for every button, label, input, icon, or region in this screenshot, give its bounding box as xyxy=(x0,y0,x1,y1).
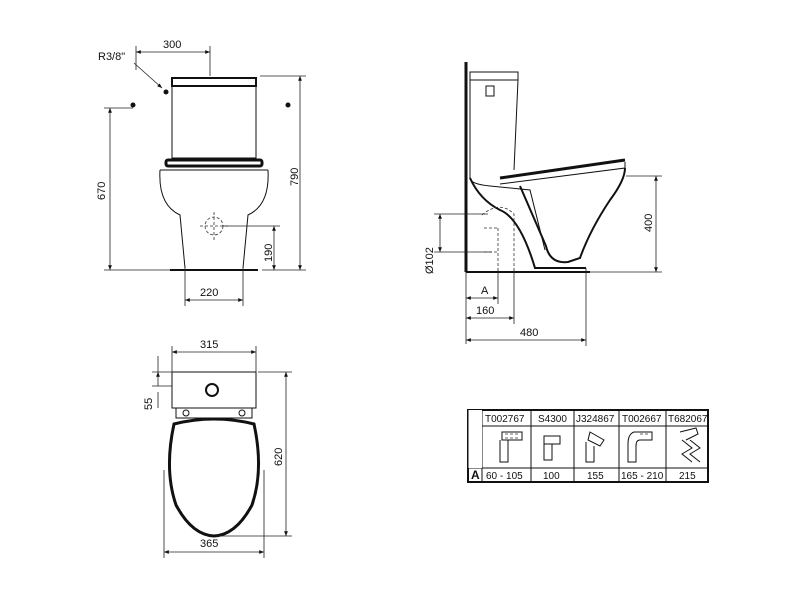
top-tank-offset: 55 xyxy=(143,398,155,410)
side-depth: 480 xyxy=(520,327,538,339)
front-base-width: 220 xyxy=(200,287,218,299)
side-seat-height: 400 xyxy=(643,214,655,232)
table-code-4: T002667 xyxy=(622,414,662,425)
straight-connector-icon xyxy=(499,431,523,463)
side-offset: 160 xyxy=(476,305,494,317)
front-inlet-dot xyxy=(163,89,169,95)
front-width-top: 300 xyxy=(163,39,181,51)
connector-table: A T002767 S4300 J324867 T002667 T682067 … xyxy=(467,409,709,483)
front-height-total: 790 xyxy=(289,168,301,186)
side-view: Ø102 400 A 160 480 xyxy=(424,62,662,346)
front-height-seat: 670 xyxy=(96,182,108,200)
top-length: 620 xyxy=(273,448,285,466)
table-code-3: J324867 xyxy=(576,414,615,425)
table-range-3: 155 xyxy=(587,471,604,482)
side-a-label: A xyxy=(481,285,489,297)
front-cistern xyxy=(171,77,257,87)
table-code-5: T682067 xyxy=(668,414,708,425)
front-thread-label: R3/8" xyxy=(98,51,125,63)
front-outlet-height: 190 xyxy=(263,244,275,262)
offset-connector-icon xyxy=(627,431,653,463)
top-view: 315 55 620 365 xyxy=(143,339,292,558)
table-row-label: A xyxy=(471,468,480,482)
angled-connector-icon xyxy=(585,431,605,463)
flexible-connector-icon xyxy=(679,427,701,463)
top-width-tank: 315 xyxy=(200,339,218,351)
top-width-bowl: 365 xyxy=(200,538,218,550)
short-connector-icon xyxy=(543,435,561,461)
table-range-1: 60 - 105 xyxy=(486,471,523,482)
front-view: 300 R3/8" 790 670 190 220 xyxy=(96,39,306,306)
table-code-2: S4300 xyxy=(538,414,567,425)
table-range-2: 100 xyxy=(543,471,560,482)
table-range-4: 165 - 210 xyxy=(621,471,664,482)
table-code-1: T002767 xyxy=(485,414,525,425)
table-range-5: 215 xyxy=(679,471,696,482)
side-pipe-diameter: Ø102 xyxy=(424,247,436,274)
